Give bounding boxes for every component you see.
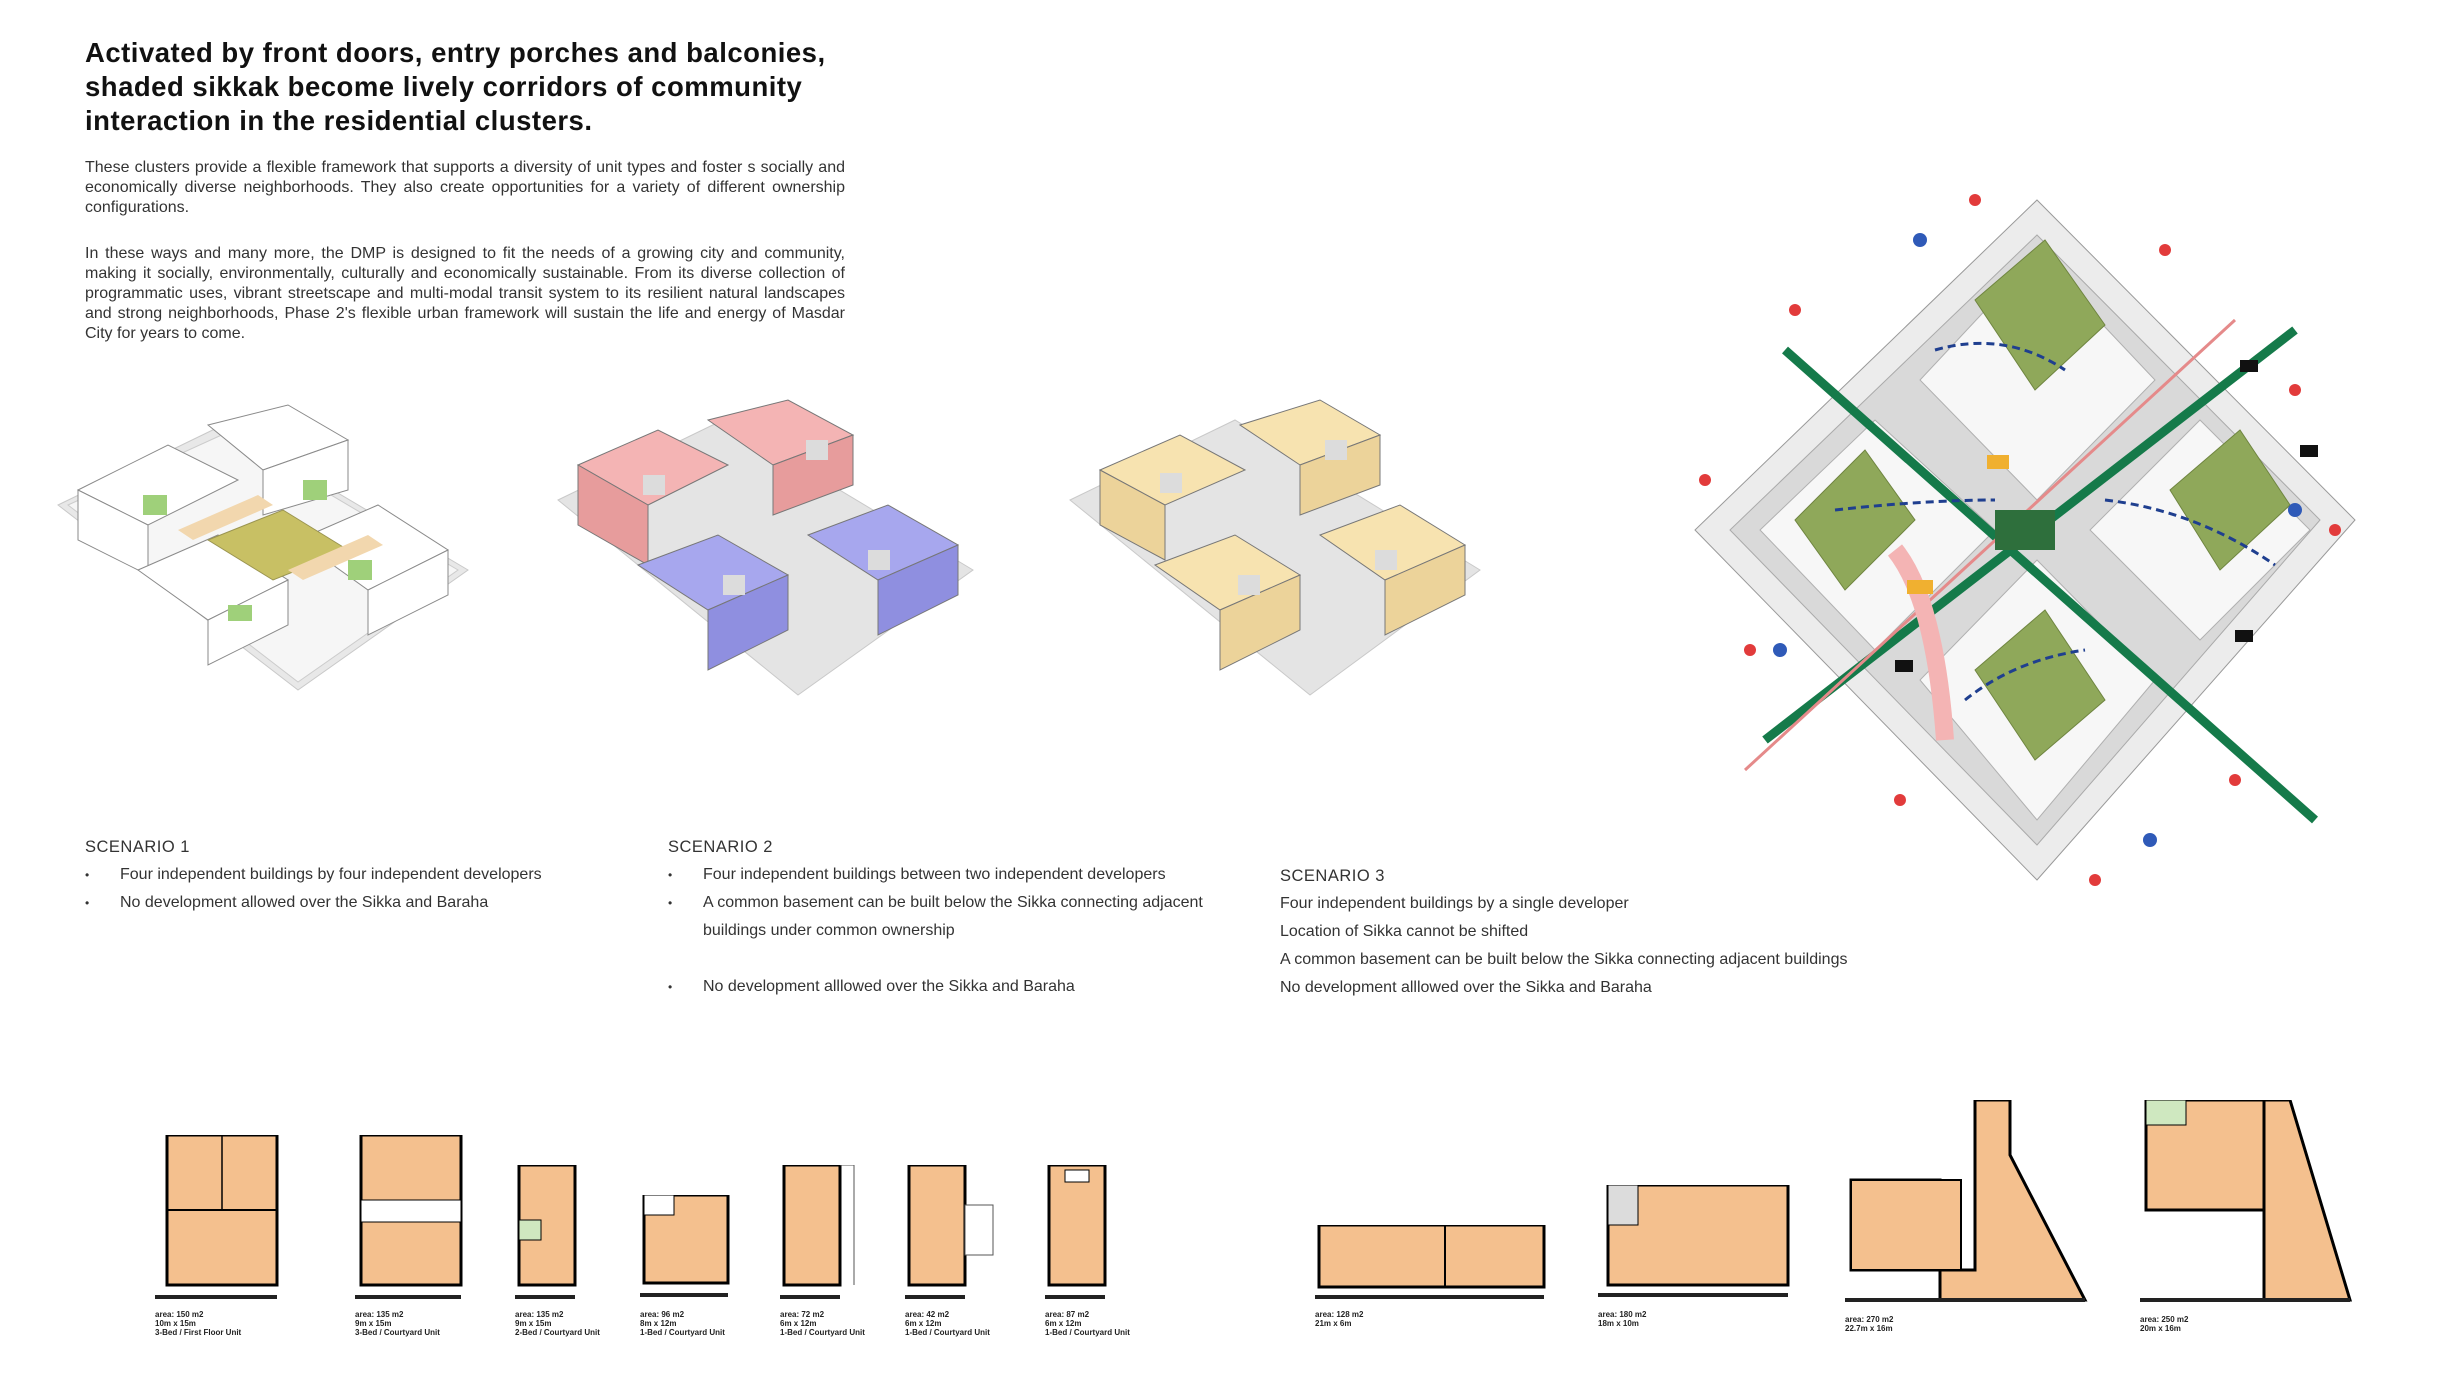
unit-area: area: 180 m2	[1598, 1310, 1647, 1319]
unit-dims: 9m x 15m	[515, 1319, 552, 1328]
unit-type: 2-Bed / Courtyard Unit	[515, 1328, 600, 1337]
unit-dims: 22.7m x 16m	[1845, 1324, 1893, 1333]
unit-dims: 6m x 12m	[780, 1319, 817, 1328]
scenario-1: SCENARIO 1 Four independent buildings by…	[85, 833, 645, 917]
intro-paragraph: These clusters provide a flexible framew…	[85, 159, 845, 216]
unit-area: area: 96 m2	[640, 1310, 685, 1319]
unit-type: 3-Bed / First Floor Unit	[155, 1328, 242, 1337]
scenario-1-item: No development allowed over the Sikka an…	[85, 889, 645, 917]
unit-dims: 18m x 10m	[1598, 1319, 1639, 1328]
unit-dims: 21m x 6m	[1315, 1319, 1352, 1328]
scenario-1-title: SCENARIO 1	[85, 838, 190, 856]
scenario-1-item: Four independent buildings by four indep…	[85, 861, 645, 889]
scenario-3-title: SCENARIO 3	[1280, 867, 1385, 885]
scenario1-axonometric	[57, 404, 469, 691]
unit-area: area: 135 m2	[515, 1310, 564, 1319]
unit-area: area: 135 m2	[355, 1310, 404, 1319]
unit-area: area: 150 m2	[155, 1310, 204, 1319]
unit-dims: 8m x 12m	[640, 1319, 677, 1328]
headline: Activated by front doors, entry porches …	[85, 37, 826, 136]
unit-dims: 6m x 12m	[1045, 1319, 1082, 1328]
unit-type: 1-Bed / Courtyard Unit	[780, 1328, 865, 1337]
unit-dims: 6m x 12m	[905, 1319, 942, 1328]
scenario-2-item: Four independent buildings between two i…	[668, 861, 1248, 889]
unit-area: area: 250 m2	[2140, 1315, 2189, 1324]
unit-type: 1-Bed / Courtyard Unit	[640, 1328, 725, 1337]
unit-area: area: 87 m2	[1045, 1310, 1090, 1319]
unit-dims: 20m x 16m	[2140, 1324, 2181, 1333]
masdar-site-plan	[1694, 194, 2356, 886]
unit-area: area: 42 m2	[905, 1310, 950, 1319]
scenario-2-title: SCENARIO 2	[668, 838, 773, 856]
unit-area: area: 270 m2	[1845, 1315, 1894, 1324]
scenario-3-line: No development alllowed over the Sikka a…	[1280, 979, 1652, 996]
scenario-2-item: No development alllowed over the Sikka a…	[668, 973, 1248, 1001]
scenario-2-item: A common basement can be built below the…	[668, 889, 1248, 945]
scenario-3-line: Four independent buildings by a single d…	[1280, 895, 1629, 912]
scenario-2: SCENARIO 2 Four independent buildings be…	[668, 833, 1248, 1001]
scenario2-axonometric	[557, 399, 974, 696]
unit-area: area: 72 m2	[780, 1310, 825, 1319]
unit-type: 3-Bed / Courtyard Unit	[355, 1328, 440, 1337]
unit-dims: 10m x 15m	[155, 1319, 196, 1328]
unit-type: 1-Bed / Courtyard Unit	[1045, 1328, 1130, 1337]
scenario-3-line: A common basement can be built below the…	[1280, 951, 1848, 968]
unit-type: 1-Bed / Courtyard Unit	[905, 1328, 990, 1337]
scenario-3-line: Location of Sikka cannot be shifted	[1280, 923, 1529, 940]
unit-dims: 9m x 15m	[355, 1319, 392, 1328]
scenario-3: SCENARIO 3 Four independent buildings by…	[1280, 862, 1880, 1002]
scenario3-axonometric	[1069, 399, 1481, 696]
unit-area: area: 128 m2	[1315, 1310, 1364, 1319]
dmp-paragraph: In these ways and many more, the DMP is …	[85, 245, 845, 342]
